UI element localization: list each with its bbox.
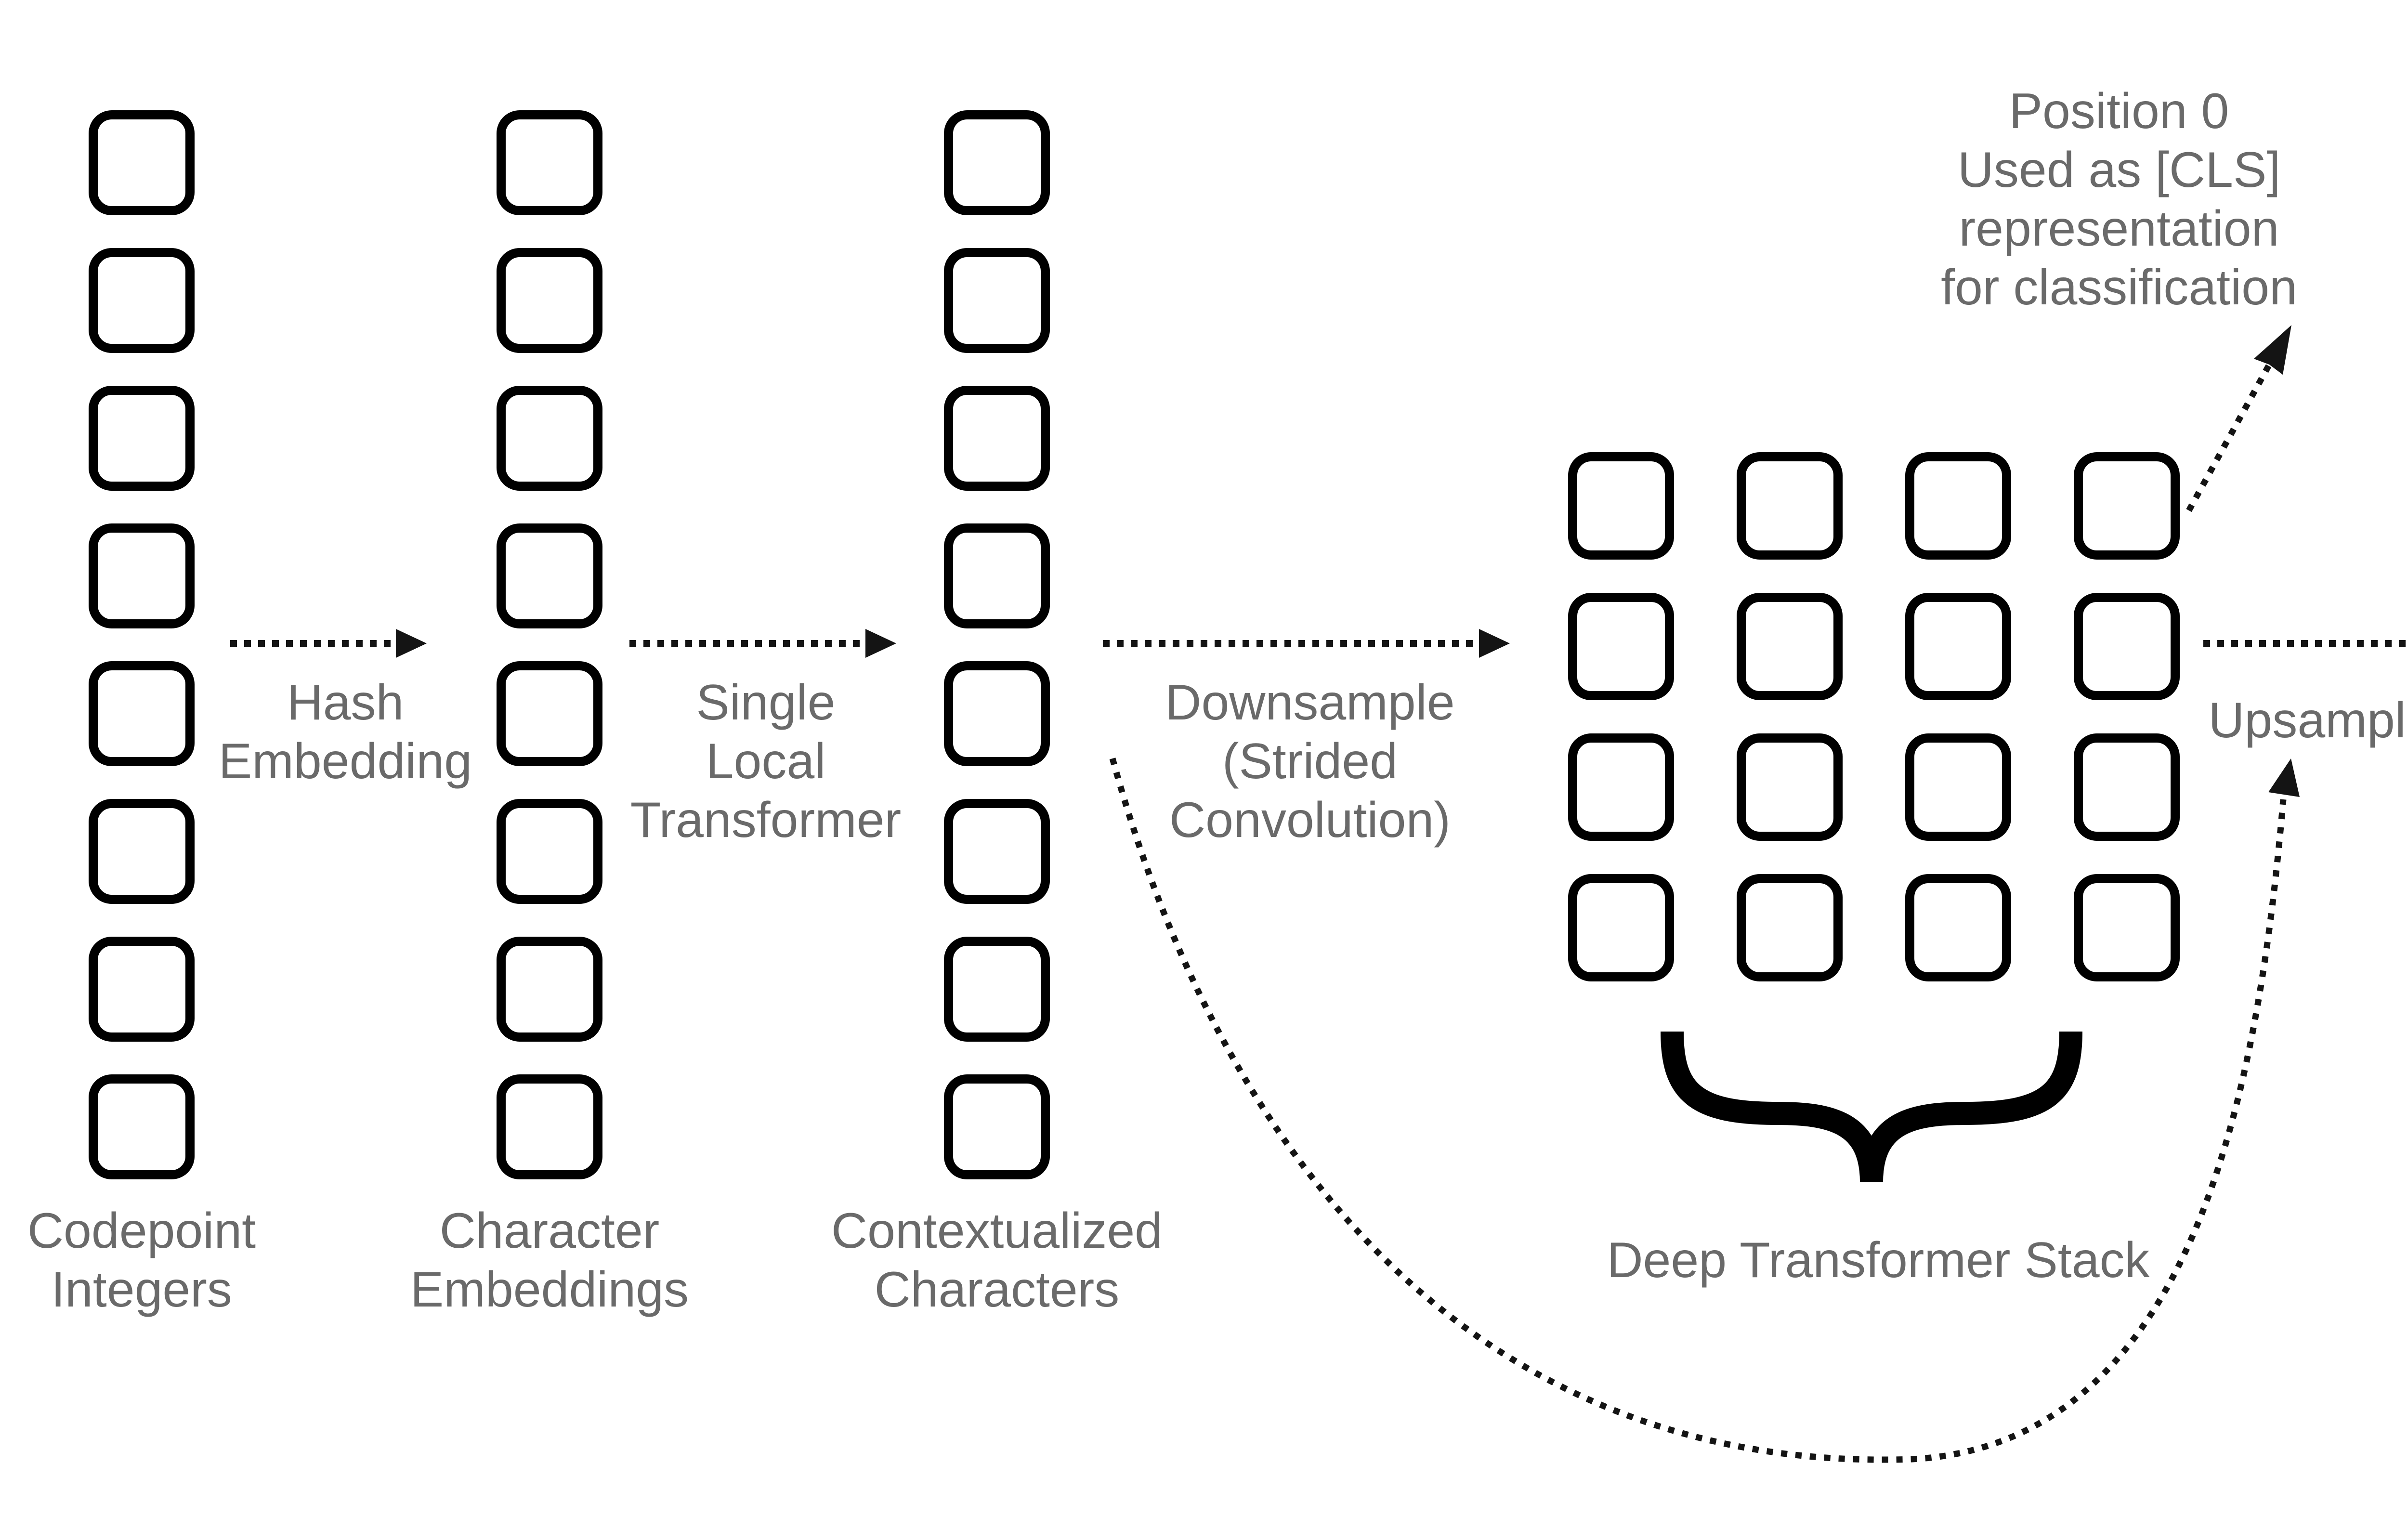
token-box xyxy=(497,661,602,766)
downsample-label: Downsample (Strided Convolution) xyxy=(1165,675,1455,848)
grid-box xyxy=(1737,593,1843,700)
token-box xyxy=(944,937,1050,1042)
grid-box xyxy=(2074,874,2180,981)
token-box xyxy=(89,523,195,628)
skip-connection-curve xyxy=(1109,758,2300,1463)
grid-box xyxy=(2074,733,2180,841)
cls-note: Position 0 Used as [CLS] representation … xyxy=(1941,83,2297,315)
token-box xyxy=(89,386,195,491)
character-embeddings-label: Character Embeddings xyxy=(410,1203,689,1318)
token-box xyxy=(944,523,1050,628)
token-box xyxy=(497,248,602,353)
token-box xyxy=(497,799,602,904)
grid-box xyxy=(2074,593,2180,700)
grid-box xyxy=(1568,593,1674,700)
grid-box xyxy=(1737,452,1843,560)
grid-box xyxy=(1568,733,1674,841)
arrowhead-icon xyxy=(865,629,896,658)
token-box xyxy=(89,661,195,766)
token-box xyxy=(497,386,602,491)
token-box xyxy=(944,248,1050,353)
token-box xyxy=(89,799,195,904)
grid-box xyxy=(2074,452,2180,560)
arrowhead-icon xyxy=(396,629,427,658)
token-box xyxy=(89,937,195,1042)
arrowhead-icon xyxy=(1479,629,1510,658)
grid-box xyxy=(1737,874,1843,981)
token-box xyxy=(497,110,602,215)
grid-box xyxy=(1737,733,1843,841)
contextualized-characters-column xyxy=(944,110,1050,1179)
downsample-arrow xyxy=(1103,629,1510,658)
upsampling-label: Upsampling xyxy=(2208,693,2408,748)
grid-box xyxy=(1905,452,2011,560)
token-box xyxy=(497,937,602,1042)
token-box xyxy=(944,110,1050,215)
token-box xyxy=(944,799,1050,904)
hash-embedding-arrow xyxy=(230,629,427,658)
token-box xyxy=(944,386,1050,491)
grid-box xyxy=(1905,593,2011,700)
deep-transformer-grid xyxy=(1568,452,2180,981)
single-local-transformer-label: Single Local Transformer xyxy=(630,675,902,848)
deep-transformer-stack-label: Deep Transformer Stack xyxy=(1607,1232,2150,1288)
token-box xyxy=(497,1074,602,1179)
grid-box xyxy=(1568,874,1674,981)
token-box xyxy=(89,248,195,353)
arrowhead-icon xyxy=(2268,758,2300,797)
token-box xyxy=(89,1074,195,1179)
grid-box xyxy=(1568,452,1674,560)
codepoint-integers-column xyxy=(89,110,195,1179)
grid-box xyxy=(1905,733,2011,841)
token-box xyxy=(944,1074,1050,1179)
single-local-transformer-arrow xyxy=(629,629,896,658)
arrowhead-icon xyxy=(2254,325,2291,375)
hash-embedding-label: Hash Embedding xyxy=(218,675,472,789)
token-box xyxy=(944,661,1050,766)
token-box xyxy=(89,110,195,215)
token-box xyxy=(497,523,602,628)
contextualized-characters-label: Contextualized Characters xyxy=(831,1203,1163,1318)
codepoint-integers-label: Codepoint Integers xyxy=(27,1203,256,1318)
upsampling-arrow xyxy=(2203,640,2408,647)
character-embeddings-column xyxy=(497,110,602,1179)
cls-arrow xyxy=(2186,325,2291,512)
grid-box xyxy=(1905,874,2011,981)
brace-icon xyxy=(1661,1031,2082,1183)
